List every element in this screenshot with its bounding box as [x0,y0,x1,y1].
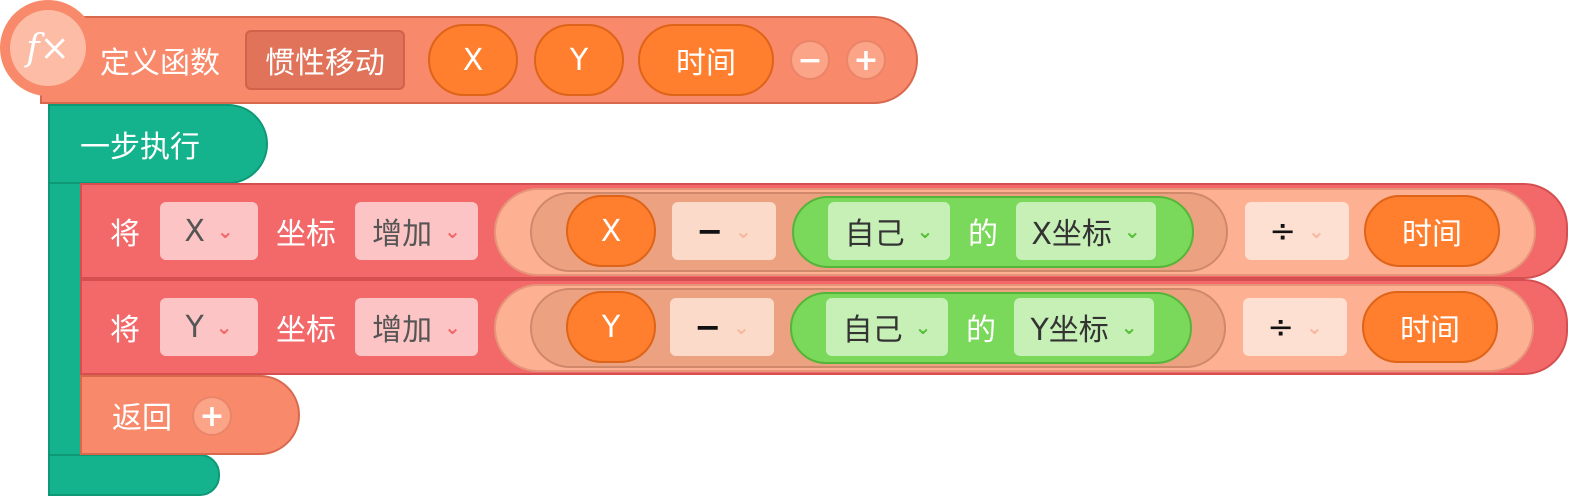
chevron-down-icon: ⌄ [1308,219,1325,243]
property-value: Y坐标 [1030,313,1109,348]
chevron-down-icon: ⌄ [216,219,234,243]
axis-value: X [184,213,205,249]
chevron-down-icon: ⌄ [444,315,461,339]
chevron-down-icon: ⌄ [914,315,932,339]
coordinate-label: 坐标 [276,217,336,252]
variable-y[interactable]: Y [566,291,656,363]
add-param-button[interactable]: + [846,40,886,80]
axis-dropdown-x[interactable]: X ⌄ [160,202,258,260]
action-dropdown-y[interactable]: 增加 ⌄ [355,298,478,356]
variable-x[interactable]: X [566,195,656,267]
minus-value: − [694,308,722,346]
chevron-down-icon: ⌄ [1120,315,1138,339]
fx-icon: f× [10,10,86,86]
chevron-down-icon: ⌄ [1123,219,1141,243]
action-value: 增加 [372,217,433,252]
divide-value: ÷ [1269,212,1297,250]
variable-time-y[interactable]: 时间 [1362,291,1498,363]
object-dropdown-y[interactable]: 自己 ⌄ [826,298,948,356]
function-icon-ring: f× [0,0,96,96]
divide-operator-dropdown-y[interactable]: ÷ ⌄ [1243,298,1347,356]
chevron-down-icon: ⌄ [733,315,750,339]
step-block-header[interactable] [48,104,268,184]
action-value: 增加 [372,313,433,348]
of-label: 的 [968,217,998,252]
chevron-down-icon: ⌄ [735,219,752,243]
divide-value: ÷ [1267,308,1295,346]
return-add-button[interactable]: + [192,396,232,436]
statement-prefix: 将 [110,217,140,252]
action-dropdown-x[interactable]: 增加 ⌄ [355,202,478,260]
coordinate-label: 坐标 [276,313,336,348]
chevron-down-icon: ⌄ [1306,315,1323,339]
define-function-label: 定义函数 [100,46,220,81]
chevron-down-icon: ⌄ [215,315,233,339]
of-label: 的 [966,313,996,348]
object-dropdown-x[interactable]: 自己 ⌄ [828,202,950,260]
chevron-down-icon: ⌄ [916,219,934,243]
object-value: 自己 [844,217,905,252]
param-y[interactable]: Y [534,24,624,96]
step-block-footer [48,454,220,496]
param-time[interactable]: 时间 [638,24,774,96]
statement-prefix: 将 [110,313,140,348]
return-block[interactable] [80,375,300,455]
divide-operator-dropdown-x[interactable]: ÷ ⌄ [1245,202,1349,260]
remove-param-button[interactable]: − [790,40,830,80]
axis-dropdown-y[interactable]: Y ⌄ [160,298,258,356]
chevron-down-icon: ⌄ [444,219,461,243]
param-x[interactable]: X [428,24,518,96]
property-dropdown-y[interactable]: Y坐标 ⌄ [1014,298,1154,356]
property-dropdown-x[interactable]: X坐标 ⌄ [1016,202,1156,260]
object-value: 自己 [842,313,903,348]
axis-value: Y [185,309,204,345]
return-label: 返回 [112,401,172,436]
function-name-field[interactable]: 惯性移动 [245,30,405,90]
property-value: X坐标 [1031,217,1112,252]
variable-time-x[interactable]: 时间 [1364,195,1500,267]
step-block-label: 一步执行 [80,130,200,165]
minus-value: − [696,212,724,250]
minus-operator-dropdown-y[interactable]: − ⌄ [670,298,774,356]
minus-operator-dropdown-x[interactable]: − ⌄ [672,202,776,260]
